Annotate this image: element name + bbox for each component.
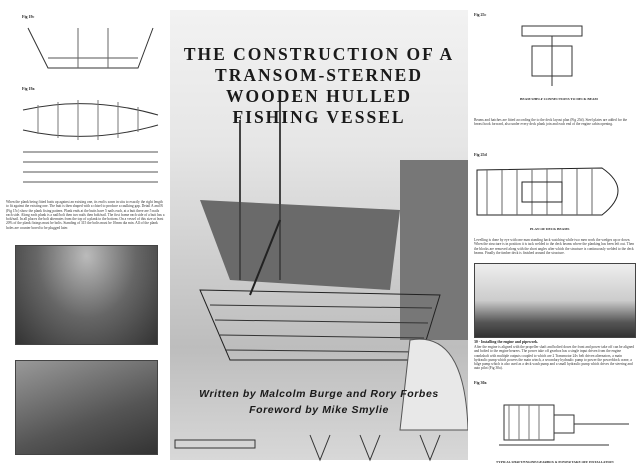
figure-caption: TYPICAL SHAFT/ENGINE/GEARBOX & POWER TAK…: [496, 460, 614, 464]
figure-label: Fig 25d: [474, 152, 487, 157]
figure-label: Fig 25c: [474, 12, 487, 17]
figure-label: Fig 19c: [22, 14, 35, 19]
engine-installation-drawing: [474, 390, 636, 460]
book-cover: THE CONSTRUCTION OF A TRANSOM-STERNED WO…: [170, 10, 468, 460]
right-paragraph-2: Levelling is done by eye with one man st…: [474, 238, 635, 255]
title-line: FISHING VESSEL: [232, 107, 406, 127]
hull-interior-photo: [15, 245, 158, 345]
deck-plan-drawing: [472, 160, 637, 225]
beam-shelf-drawing: [472, 16, 637, 96]
section-heading: 30 - Installing the engine and pipework.: [474, 340, 539, 344]
title-line: THE CONSTRUCTION OF A: [183, 44, 455, 64]
frame-drawing: [18, 18, 158, 78]
hull-frames-drawing: [18, 90, 163, 190]
foreword-line: Foreword by Mike Smylie: [249, 404, 389, 416]
cover-artwork: [170, 10, 468, 460]
authors-line: Written by Malcolm Burge and Rory Forbes: [199, 388, 439, 400]
deck-framing-photo: [15, 360, 158, 455]
figure-caption: BEAM SHELF CONNECTIONS TO DECK BEAM: [520, 97, 598, 101]
left-paragraph: When the plank being fitted butts up aga…: [6, 200, 165, 230]
title-line: WOODEN HULLED: [226, 86, 412, 106]
crane-photo: [474, 263, 636, 338]
figure-label: Fig 19a: [22, 86, 35, 91]
figure-label: Fig 30a: [474, 380, 487, 385]
book-title: THE CONSTRUCTION OF A TRANSOM-STERNED WO…: [170, 44, 468, 128]
keel-sections-drawing: [170, 430, 468, 470]
figure-caption: PLAN OF DECK BEAMS: [530, 227, 570, 231]
right-paragraph-3: After the engine is aligned with the pro…: [474, 345, 635, 371]
right-paragraph-1: Beams and hatches are fitted according t…: [474, 118, 628, 127]
title-line: TRANSOM-STERNED: [215, 65, 423, 85]
